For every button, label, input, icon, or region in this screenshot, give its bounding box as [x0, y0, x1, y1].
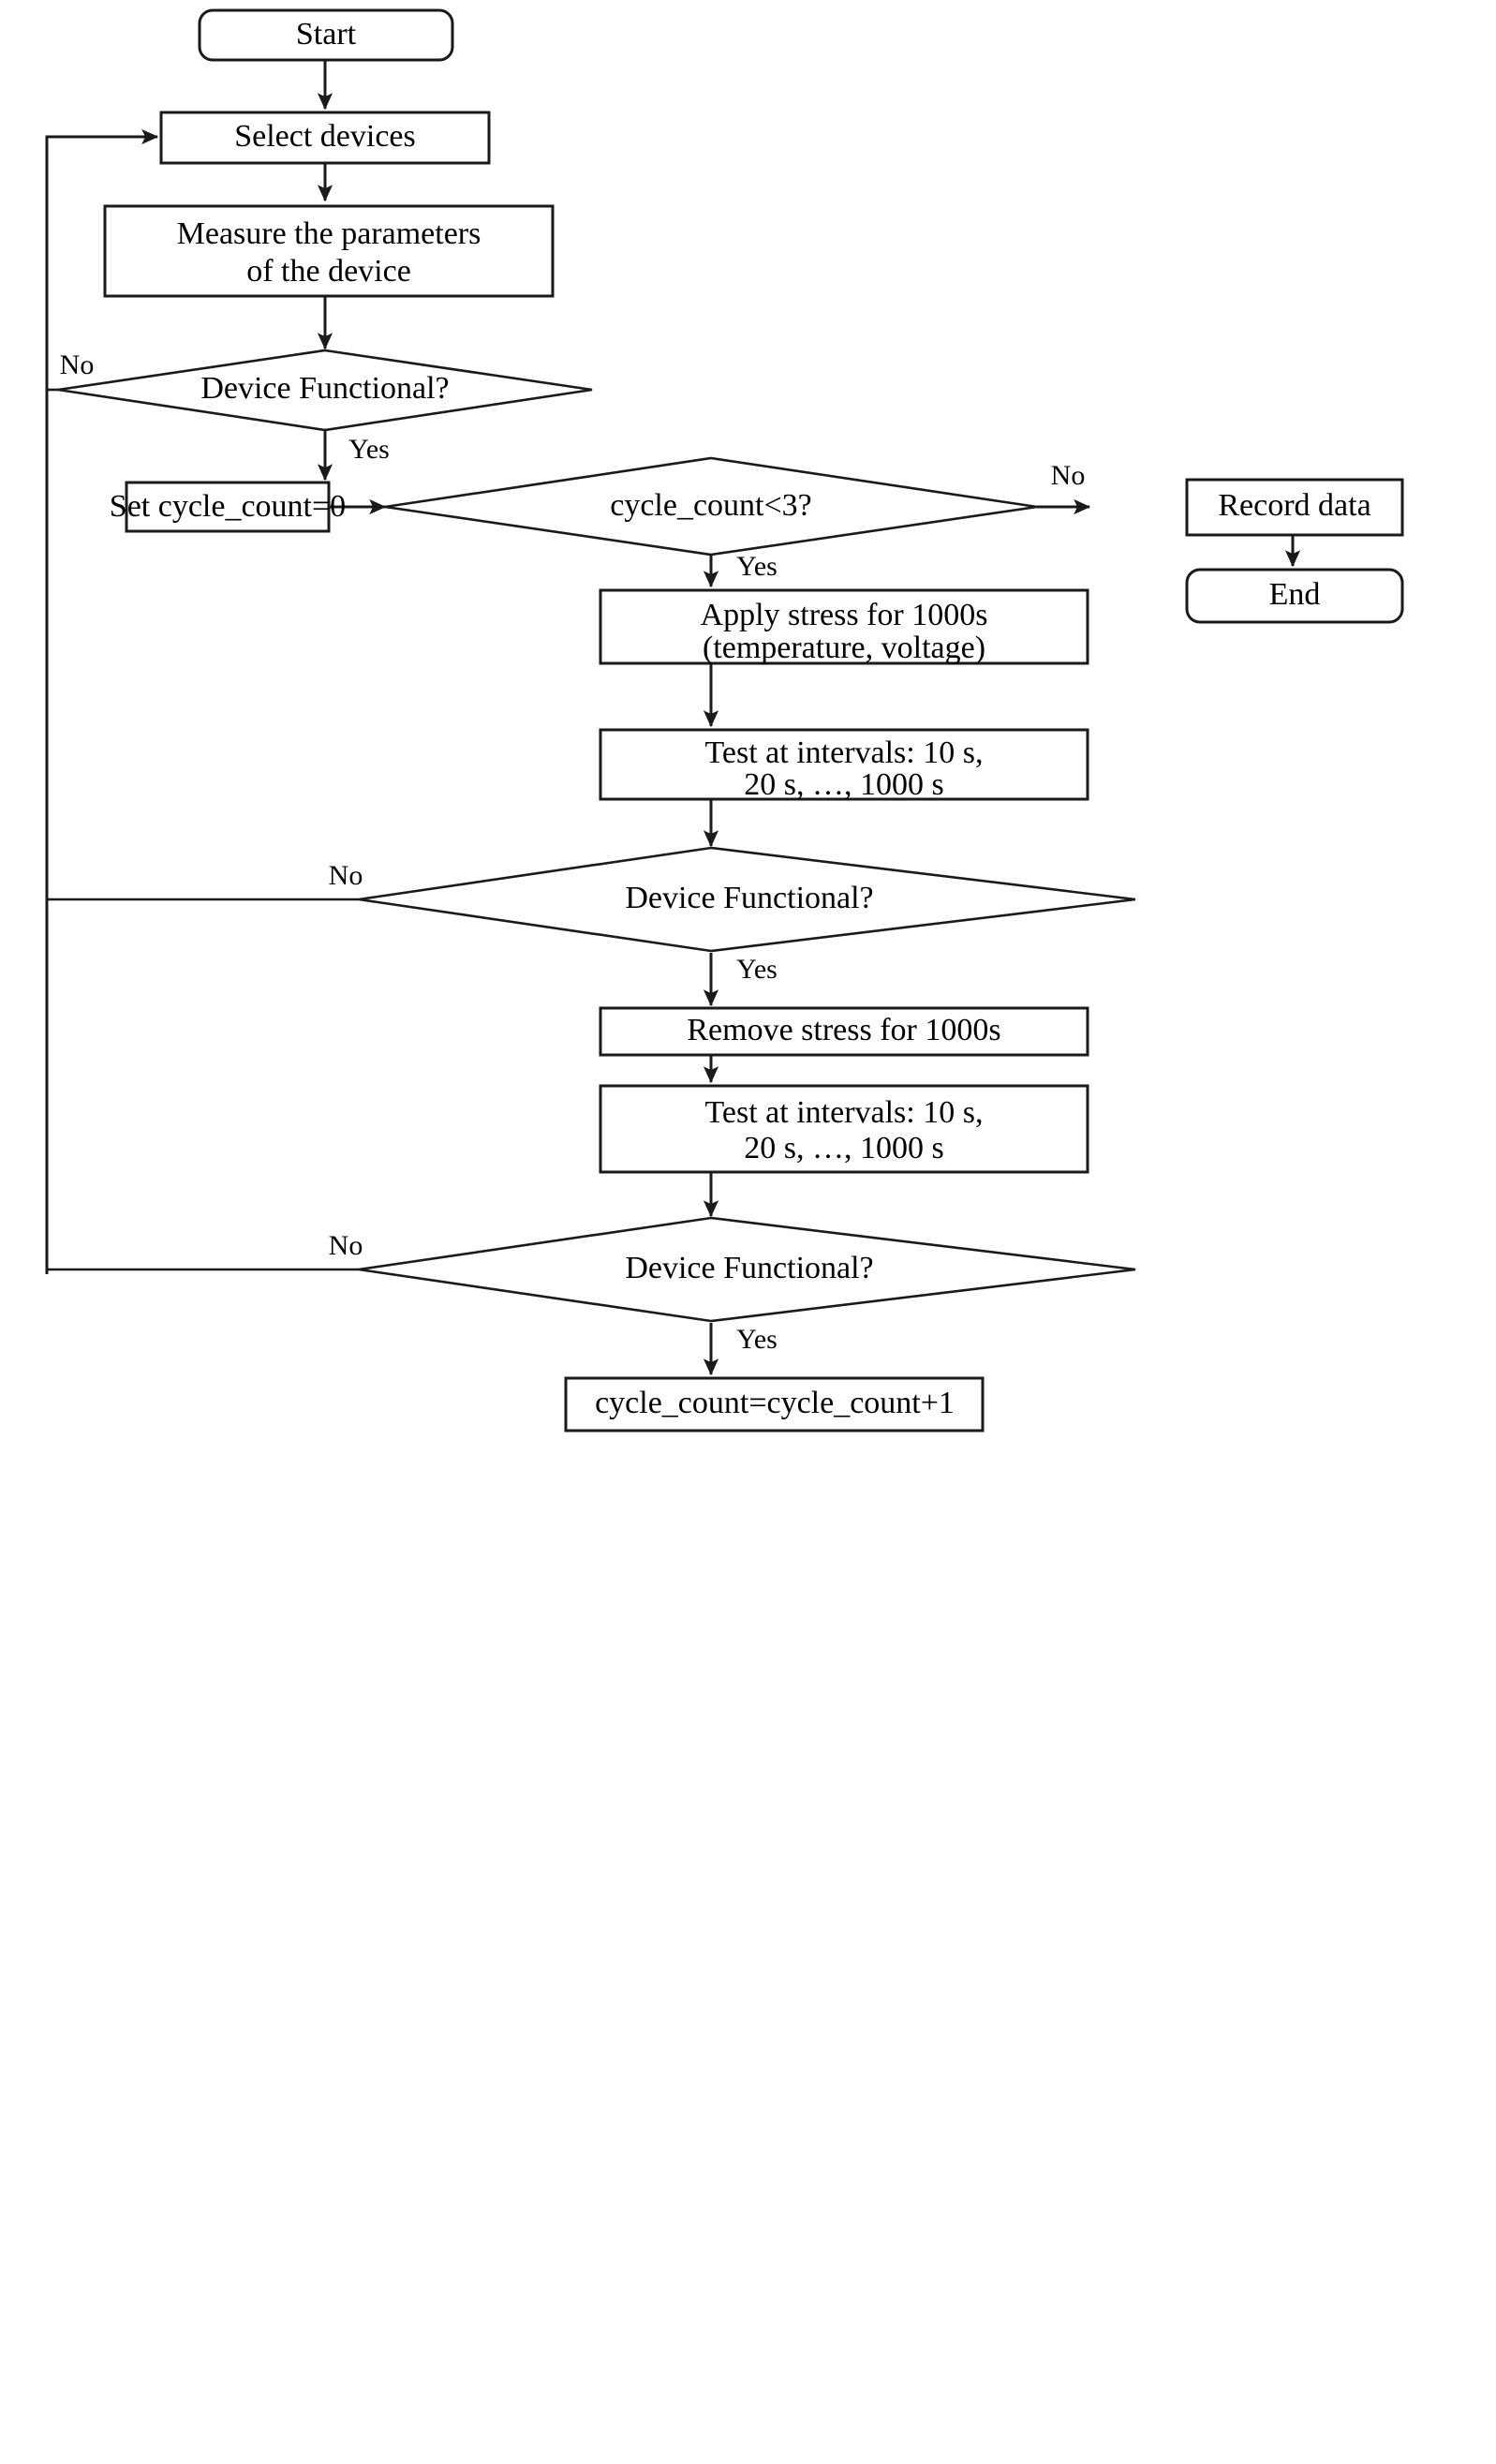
edge-label-device-functional-2-no: No	[329, 860, 363, 891]
node-set-cycle-count-label: Set cycle_count=0	[110, 489, 346, 524]
node-test-intervals-2-label-line2: 20 s, …, 1000 s	[744, 1131, 943, 1165]
edge-label-cycle-lt-3-no: No	[1051, 460, 1086, 491]
edge-label-device-functional-3-yes: Yes	[736, 1324, 778, 1355]
node-device-functional-3-shape	[358, 1216, 1136, 1323]
node-record-data-shape	[1185, 478, 1404, 537]
node-device-functional-2[interactable]: Device Functional?	[358, 846, 1136, 953]
node-end[interactable]: End	[1185, 568, 1404, 624]
node-test-intervals-2-shape	[599, 1084, 1089, 1174]
node-cycle-count-lt-3[interactable]: cycle_count<3?	[384, 456, 1038, 557]
node-increment-cycle-count-shape	[564, 1376, 985, 1432]
node-remove-stress[interactable]: Remove stress for 1000s	[599, 1006, 1089, 1057]
node-test-intervals-1-label-line1: Test at intervals: 10 s,	[705, 735, 984, 770]
node-test-intervals-2-label-line1: Test at intervals: 10 s,	[705, 1095, 984, 1130]
node-test-intervals-1-label-line2: 20 s, …, 1000 s	[744, 767, 943, 802]
node-end-label: End	[1269, 577, 1321, 612]
node-record-data-label: Record data	[1218, 488, 1370, 523]
node-set-cycle-count-shape	[125, 481, 331, 533]
node-device-functional-3[interactable]: Device Functional?	[358, 1216, 1136, 1323]
node-end-shape	[1185, 568, 1404, 624]
node-device-functional-2-label: Device Functional?	[625, 881, 873, 915]
edge-label-device-functional-1-no: No	[60, 349, 95, 380]
node-measure-parameters-label-line1: Measure the parameters	[177, 216, 481, 251]
node-increment-cycle-count[interactable]: cycle_count=cycle_count+1	[564, 1376, 985, 1432]
node-record-data[interactable]: Record data	[1185, 478, 1404, 537]
node-cycle-count-lt-3-label: cycle_count<3?	[610, 488, 812, 523]
node-select-devices[interactable]: Select devices	[159, 111, 491, 165]
edge-label-device-functional-1-yes: Yes	[348, 434, 390, 465]
node-measure-parameters-label-line2: of the device	[246, 254, 411, 289]
edge-label-device-functional-2-yes: Yes	[736, 954, 778, 985]
node-measure-parameters-shape	[103, 204, 555, 298]
node-apply-stress[interactable]: Apply stress for 1000s (temperature, vol…	[599, 588, 1089, 665]
node-remove-stress-shape	[599, 1006, 1089, 1057]
node-device-functional-1[interactable]: Device Functional?	[57, 349, 593, 432]
node-test-intervals-1[interactable]: Test at intervals: 10 s, 20 s, …, 1000 s	[599, 728, 1089, 802]
node-select-devices-label: Select devices	[234, 119, 416, 154]
edge-label-device-functional-3-no: No	[329, 1230, 363, 1261]
node-start-shape	[198, 8, 454, 62]
node-test-intervals-1-shape	[599, 728, 1089, 801]
node-select-devices-shape	[159, 111, 491, 165]
node-start-label: Start	[296, 17, 357, 52]
node-measure-parameters[interactable]: Measure the parameters of the device	[103, 204, 555, 298]
node-device-functional-1-label: Device Functional?	[200, 371, 449, 406]
node-set-cycle-count[interactable]: Set cycle_count=0	[110, 481, 346, 533]
node-increment-cycle-count-label: cycle_count=cycle_count+1	[595, 1386, 955, 1420]
node-apply-stress-shape	[599, 588, 1089, 665]
node-device-functional-1-shape	[57, 349, 593, 432]
node-device-functional-2-shape	[358, 846, 1136, 953]
node-start[interactable]: Start	[198, 8, 454, 62]
node-cycle-count-lt-3-shape	[384, 456, 1038, 557]
node-test-intervals-2[interactable]: Test at intervals: 10 s, 20 s, …, 1000 s	[599, 1084, 1089, 1174]
node-apply-stress-label-line2: (temperature, voltage)	[703, 631, 985, 665]
node-device-functional-3-label: Device Functional?	[625, 1251, 873, 1285]
node-apply-stress-label-line1: Apply stress for 1000s	[701, 598, 988, 632]
edge-feedback-bus-to-select-devices	[45, 128, 159, 1274]
node-remove-stress-label: Remove stress for 1000s	[687, 1013, 1000, 1047]
edge-label-cycle-lt-3-yes: Yes	[736, 551, 778, 582]
